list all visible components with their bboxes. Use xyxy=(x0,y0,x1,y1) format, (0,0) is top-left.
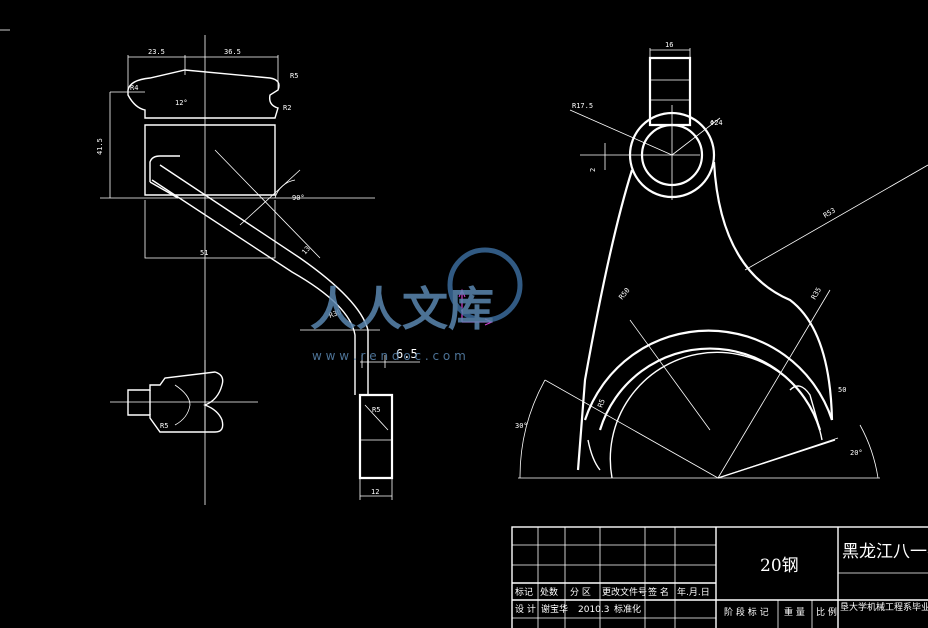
dim-r17-5: R17.5 xyxy=(572,102,593,110)
dim-30deg: 30° xyxy=(515,422,528,430)
material-label: 20钢 xyxy=(760,556,799,576)
row-label-2: 分 区 xyxy=(570,587,591,598)
dim-phi24: Φ24 xyxy=(710,119,723,127)
dim-16: 16 xyxy=(665,41,673,49)
dim-12deg: 12° xyxy=(175,99,188,107)
stage-label-0: 阶 段 标 记 xyxy=(724,606,769,618)
dim-13: 13 xyxy=(300,245,312,257)
dim-r4: R4 xyxy=(130,84,138,92)
dim-20deg: 20° xyxy=(850,449,863,457)
fork-front-view: 16 R17.5 Φ24 2 R53 R50 R35 R5 xyxy=(515,41,928,479)
watermark-text: 人人文库 xyxy=(310,282,494,336)
title-block: 20钢 黑龙江八一农 垦大学机械工程系毕业设计 标记 处数 分 区 更改文件号 … xyxy=(511,526,928,628)
row-label-5: 年.月.日 xyxy=(677,586,710,598)
stage-label-1: 重 量 xyxy=(784,606,805,618)
dim-50: 50 xyxy=(838,386,846,394)
fork-end-view: R5 xyxy=(110,360,258,433)
dim-41-5: 41.5 xyxy=(96,138,104,155)
row-label-0: 标记 xyxy=(515,586,533,598)
dim-r5-right: R5 xyxy=(596,398,606,409)
dim-6-5: 6.5 xyxy=(396,347,418,361)
dim-r50: R50 xyxy=(617,286,631,301)
row-label-1: 处数 xyxy=(540,586,558,598)
row-label-4: 签 名 xyxy=(648,586,669,598)
drawing-subtitle: 垦大学机械工程系毕业设计 xyxy=(840,601,928,613)
dim-r5b: R5 xyxy=(372,406,380,414)
dim-12: 12 xyxy=(371,488,379,496)
dim-r5: R5 xyxy=(290,72,298,80)
row2-2: 2010.3 xyxy=(578,605,610,615)
dim-23-5: 23.5 xyxy=(148,48,165,56)
company-label: 黑龙江八一农 xyxy=(842,542,928,562)
dim-51: 51 xyxy=(200,249,208,257)
dim-90deg: 90° xyxy=(292,194,305,202)
watermark-url: w w w . r e n d o c . c o m xyxy=(312,349,466,363)
dim-2: 2 xyxy=(589,168,597,172)
dim-r35: R35 xyxy=(810,286,823,301)
stage-label-2: 比 例 xyxy=(816,606,837,618)
watermark: 人人文库 w w w . r e n d o c . c o m xyxy=(310,247,523,363)
dim-r2: R2 xyxy=(283,104,291,112)
row-label-3: 更改文件号 xyxy=(602,586,647,598)
dim-r5-small: R5 xyxy=(160,422,168,430)
row2-3: 标准化 xyxy=(614,603,641,615)
row2-1: 谢宝华 xyxy=(541,603,568,615)
dim-r30: R30 xyxy=(328,308,343,320)
dim-36-5: 36.5 xyxy=(224,48,241,56)
fork-side-view: 23.5 36.5 41.5 R5 R2 R4 12° 51 90° 13 R3… xyxy=(96,35,420,505)
row2-0: 设 计 xyxy=(515,603,536,615)
dim-r53: R53 xyxy=(822,206,837,219)
